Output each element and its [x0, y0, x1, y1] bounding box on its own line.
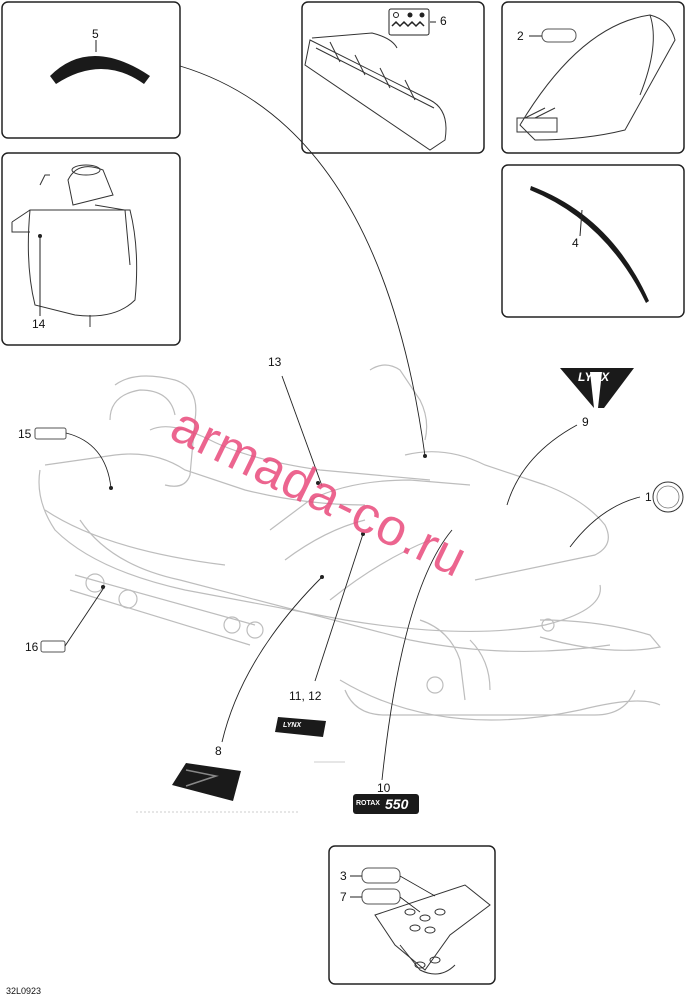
callout-13: 13	[268, 355, 282, 369]
decal-4-shape	[530, 186, 649, 303]
callout-15: 15	[18, 427, 32, 441]
box-tank-14	[1, 152, 181, 346]
callout-10: 10	[377, 781, 391, 795]
lynx-side-text: LYNX	[283, 722, 302, 729]
callout-7: 7	[340, 890, 347, 904]
callout-1: 1	[645, 490, 652, 504]
box-footrest-3-7	[328, 845, 496, 985]
rotax-brand-text: ROTAX	[356, 800, 380, 807]
tunnel-part	[516, 14, 676, 141]
diagram-code: 32L0923	[6, 986, 42, 996]
box-decal-2	[501, 1, 685, 154]
callout-8: 8	[215, 744, 222, 758]
callout-2: 2	[517, 29, 524, 43]
box-decal-5	[1, 1, 181, 139]
decal-1-round	[652, 481, 684, 513]
callout-14: 14	[32, 317, 46, 331]
callout-4: 4	[572, 236, 579, 250]
seat-part	[304, 32, 447, 151]
callout-3: 3	[340, 869, 347, 883]
decal-9-lynx-badge	[560, 368, 634, 408]
leader-dots	[101, 454, 427, 589]
decal-11-12-shape	[275, 717, 326, 737]
decal-6-label	[388, 8, 430, 36]
rotax-model-text: 550	[385, 796, 409, 812]
box-decal-6	[301, 1, 485, 154]
decal-2-shape	[541, 28, 577, 43]
footrest-part	[374, 884, 491, 975]
decal-10-rotax	[353, 794, 419, 814]
decal-5-shape	[50, 56, 150, 84]
decal-15-shape	[34, 427, 67, 440]
leader-lines	[64, 65, 641, 781]
box-decal-4	[501, 164, 685, 318]
callout-9: 9	[582, 415, 589, 429]
decal-8-shape	[172, 763, 241, 801]
callout-16: 16	[25, 640, 39, 654]
oil-tank-part	[11, 164, 138, 327]
snowmobile-outline	[38, 364, 662, 721]
lynx-badge-text: LYNX	[578, 370, 610, 384]
callout-6: 6	[440, 14, 447, 28]
callout-11-12: 11, 12	[289, 689, 322, 703]
decal-16-shape	[40, 640, 66, 653]
decal-3-shape	[361, 867, 401, 884]
callout-5: 5	[92, 27, 99, 41]
decal-7-shape	[361, 888, 401, 905]
